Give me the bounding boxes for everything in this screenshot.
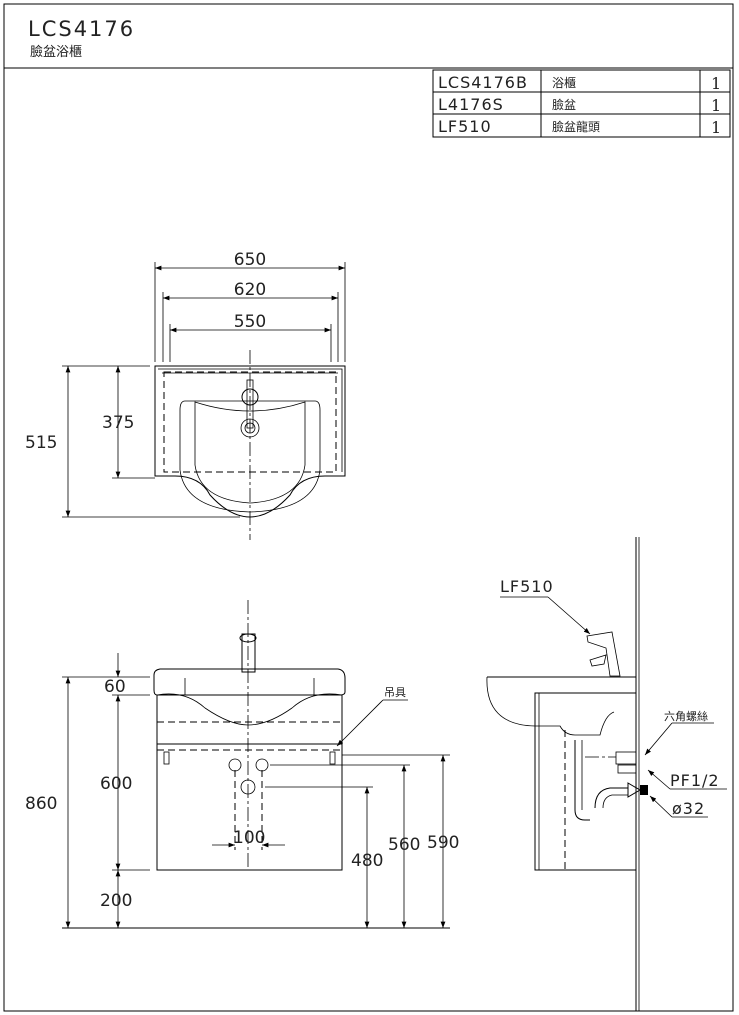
dim-550: 550 [234,312,266,332]
product-name: 臉盆浴櫃 [30,45,82,60]
dim-860: 860 [25,794,57,814]
model-title: LCS4176 [28,17,135,41]
dim-620: 620 [234,280,266,300]
dim-375: 375 [102,413,134,433]
dim-600: 600 [100,774,132,794]
dim-560: 560 [388,835,420,855]
svg-text:浴櫃: 浴櫃 [552,76,576,90]
hex-screw-label: 六角螺絲 [664,709,708,723]
svg-text:1: 1 [711,96,721,115]
side-view: LF510 六角螺絲 PF1/2 ø32 [486,537,727,1011]
dim-100: 100 [233,828,265,848]
thread-label: PF1/2 [670,771,720,790]
dim-650: 650 [234,250,266,270]
table-row: L4176S 臉盆 1 [438,95,721,115]
drain-label: ø32 [672,799,705,818]
table-row: LF510 臉盆龍頭 1 [438,117,721,137]
drawing-frame [3,3,734,1012]
dim-590: 590 [427,833,459,853]
svg-text:LF510: LF510 [438,117,492,136]
svg-text:1: 1 [711,118,721,137]
front-view: 100 860 60 600 200 480 560 590 吊具 [25,600,459,929]
dim-515: 515 [25,433,57,453]
dim-200: 200 [100,891,132,911]
svg-text:1: 1 [711,74,721,93]
dim-480: 480 [351,851,383,871]
svg-text:LCS4176B: LCS4176B [438,73,528,92]
dim-60: 60 [104,677,126,697]
svg-text:臉盆: 臉盆 [552,97,576,112]
svg-text:臉盆龍頭: 臉盆龍頭 [552,119,600,134]
top-view: 650 620 550 515 375 [25,250,346,540]
table-row: LCS4176B 浴櫃 1 [438,73,721,93]
svg-text:L4176S: L4176S [438,95,504,114]
hanger-label: 吊具 [384,686,406,699]
faucet-label: LF510 [500,577,554,596]
parts-table: LCS4176B 浴櫃 1 L4176S 臉盆 1 LF510 臉盆龍頭 1 [432,69,731,138]
